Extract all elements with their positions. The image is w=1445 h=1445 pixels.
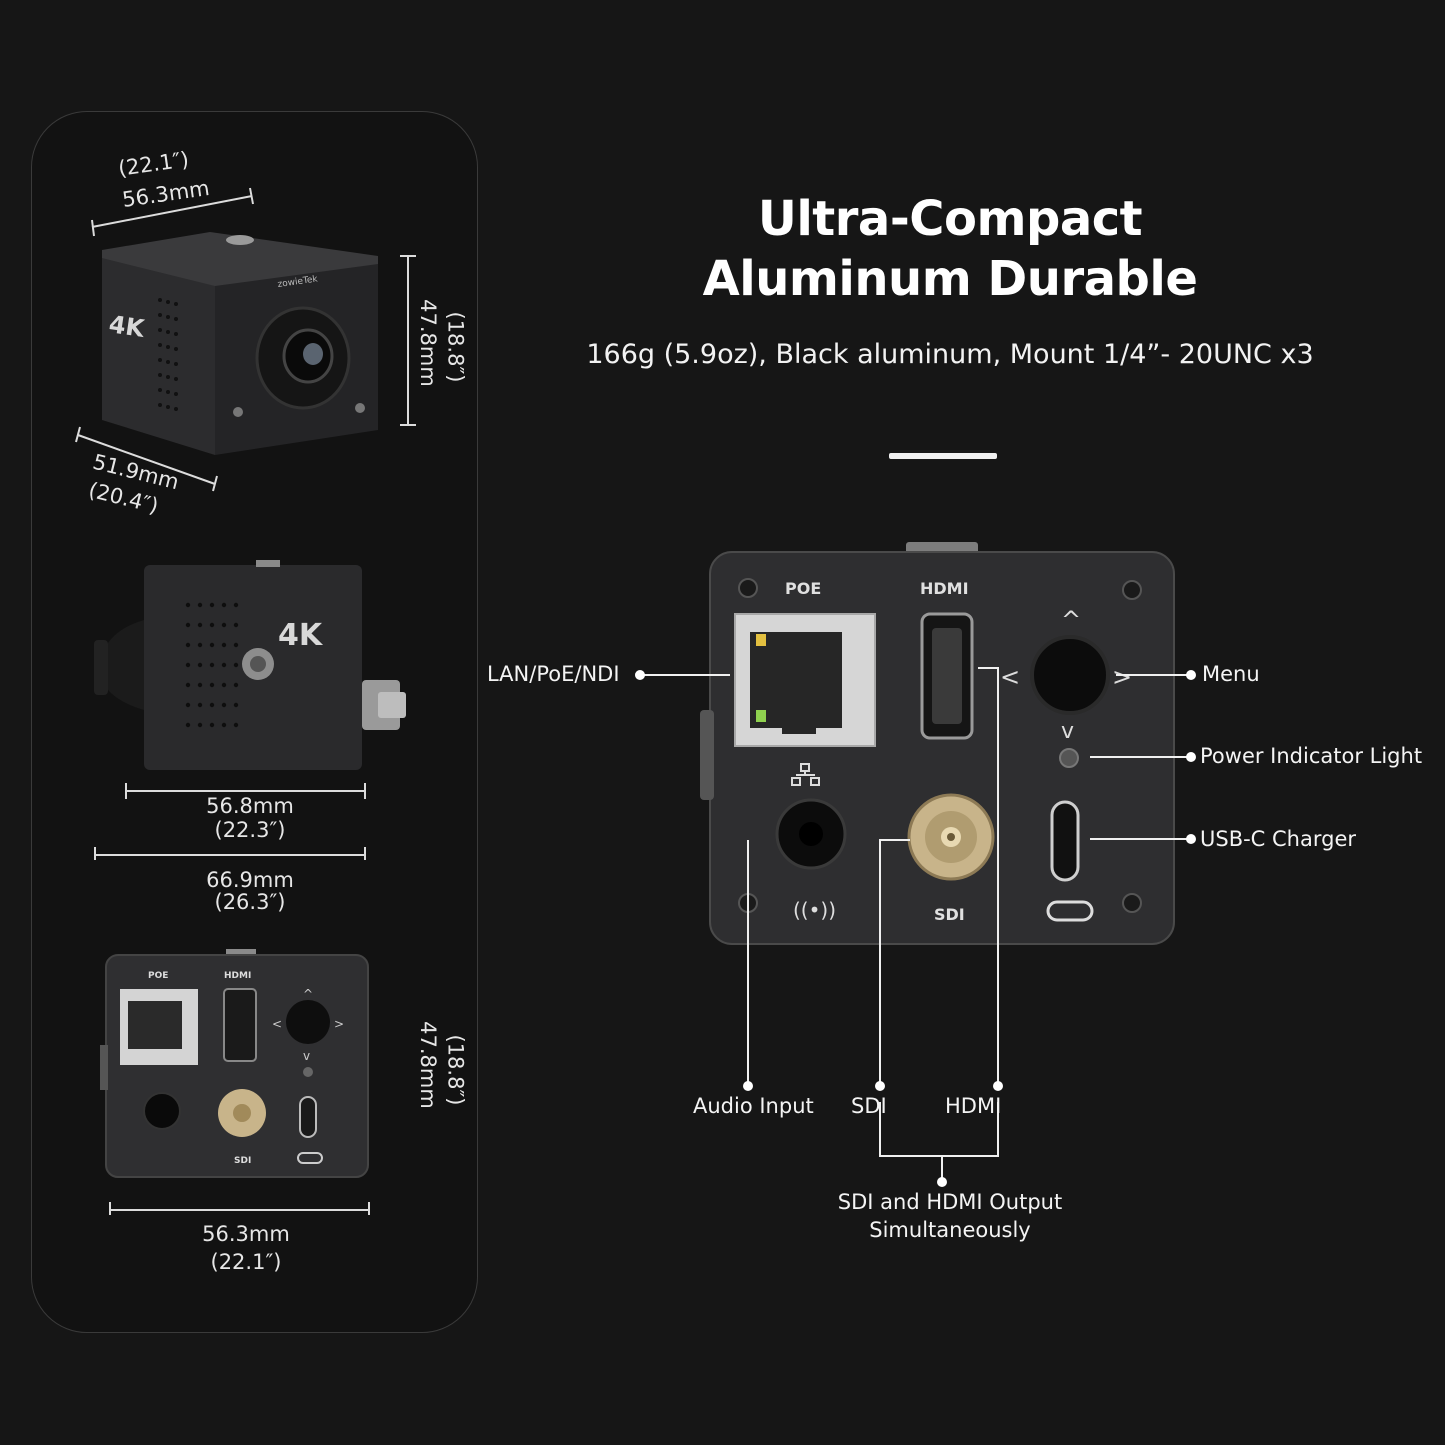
side-body-mm: 56.8mm xyxy=(206,794,294,818)
small-hdmi-label: HDMI xyxy=(224,971,251,981)
4k-badge: 4K xyxy=(107,310,147,343)
callout-lan-poe-ndi: LAN/PoE/NDI xyxy=(487,662,620,686)
svg-text:((•)): ((•)) xyxy=(793,898,836,922)
back-height-mm: 47.8mm xyxy=(415,1021,440,1109)
svg-text:<: < xyxy=(272,1017,282,1031)
callout-simultaneous-line-1: SDI and HDMI Output xyxy=(837,1190,1063,1214)
callout-usbc-charger: USB-C Charger xyxy=(1200,827,1357,851)
svg-text:^: ^ xyxy=(1061,606,1081,634)
callout-menu: Menu xyxy=(1202,662,1260,686)
poe-label: POE xyxy=(785,579,821,598)
hdmi-label: HDMI xyxy=(920,579,969,598)
svg-text:>: > xyxy=(334,1017,344,1031)
callout-hdmi: HDMI xyxy=(945,1094,1002,1118)
callout-power-indicator: Power Indicator Light xyxy=(1200,744,1423,768)
side-total-inches: (26.3″) xyxy=(214,890,286,914)
sdi-port-label: SDI xyxy=(934,905,965,924)
side-4k-badge: 4K xyxy=(278,618,324,653)
small-sdi-label: SDI xyxy=(234,1156,251,1166)
svg-text:v: v xyxy=(303,1049,310,1063)
callout-sdi: SDI xyxy=(851,1094,887,1118)
camera-back-view-large: POE HDMI ^ < > v ((•)) SDI xyxy=(635,542,1196,1187)
top-height-inches: (18.8″) xyxy=(443,311,468,383)
top-height-mm: 47.8mm xyxy=(415,299,440,387)
camera-back-view-small: POE HDMI ^ < > v SDI xyxy=(100,949,370,1215)
title-line-1: Ultra-Compact xyxy=(757,191,1143,247)
camera-side-view: 4K xyxy=(94,560,406,860)
back-width-mm: 56.3mm xyxy=(202,1222,290,1246)
side-body-inches: (22.3″) xyxy=(214,818,286,842)
svg-text:v: v xyxy=(1061,719,1074,744)
svg-text:<: < xyxy=(1000,663,1020,691)
camera-front-view: 4K zowieTek xyxy=(75,187,416,492)
small-poe-label: POE xyxy=(148,971,168,981)
svg-text:^: ^ xyxy=(303,987,313,1001)
title-line-2: Aluminum Durable xyxy=(702,251,1198,307)
divider xyxy=(889,453,997,459)
spec-subtitle: 166g (5.9oz), Black aluminum, Mount 1/4”… xyxy=(586,339,1314,370)
back-width-inches: (22.1″) xyxy=(210,1250,282,1274)
back-height-inches: (18.8″) xyxy=(443,1034,468,1106)
callout-audio-input: Audio Input xyxy=(693,1094,814,1118)
callout-simultaneous-line-2: Simultaneously xyxy=(869,1218,1031,1242)
svg-text:>: > xyxy=(1112,663,1132,691)
side-total-mm: 66.9mm xyxy=(206,868,294,892)
